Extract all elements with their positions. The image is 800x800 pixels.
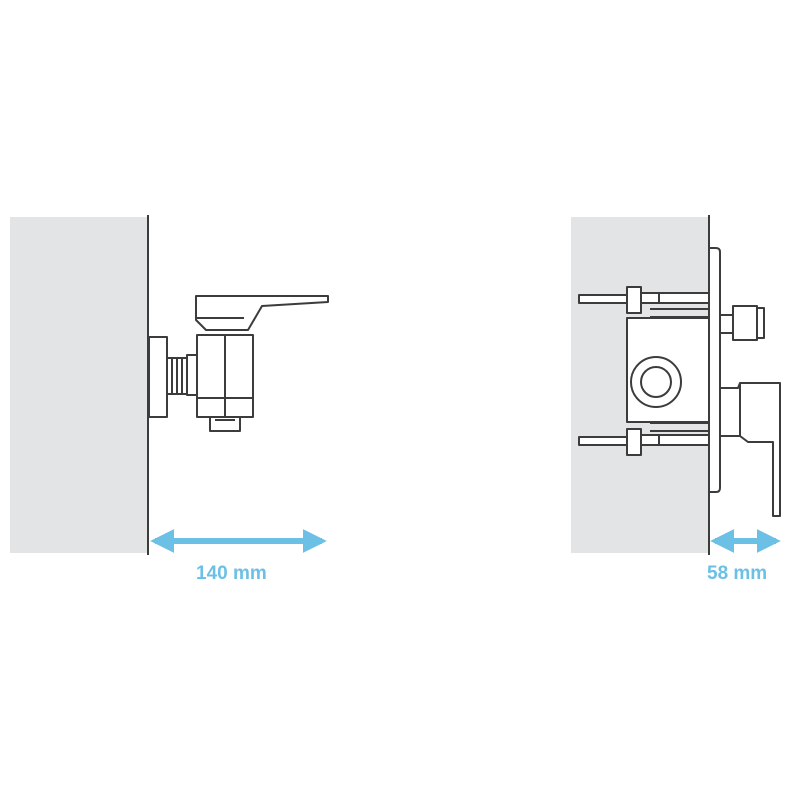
exposed-mixer-drawing [148, 295, 329, 432]
lever-handle [195, 295, 329, 331]
concealed-body-drawing [578, 286, 710, 456]
cover-plate [708, 247, 721, 493]
diverter-stem [719, 314, 734, 334]
wall-left [10, 217, 148, 553]
dimension-label-58mm: 58 mm [707, 563, 768, 584]
dimension-label-140mm: 140 mm [196, 563, 267, 584]
wall-flange [148, 336, 168, 418]
concealed-trim-drawing [708, 247, 781, 517]
mounting-rod-bottom [578, 436, 628, 446]
housing-outlet-inner [640, 366, 672, 398]
mounting-rod-top [578, 294, 628, 304]
exposed-mixer-section [10, 215, 329, 555]
concealed-mixer-section [571, 215, 781, 555]
diverter-knob [732, 305, 758, 341]
concealed-lever [719, 382, 781, 517]
